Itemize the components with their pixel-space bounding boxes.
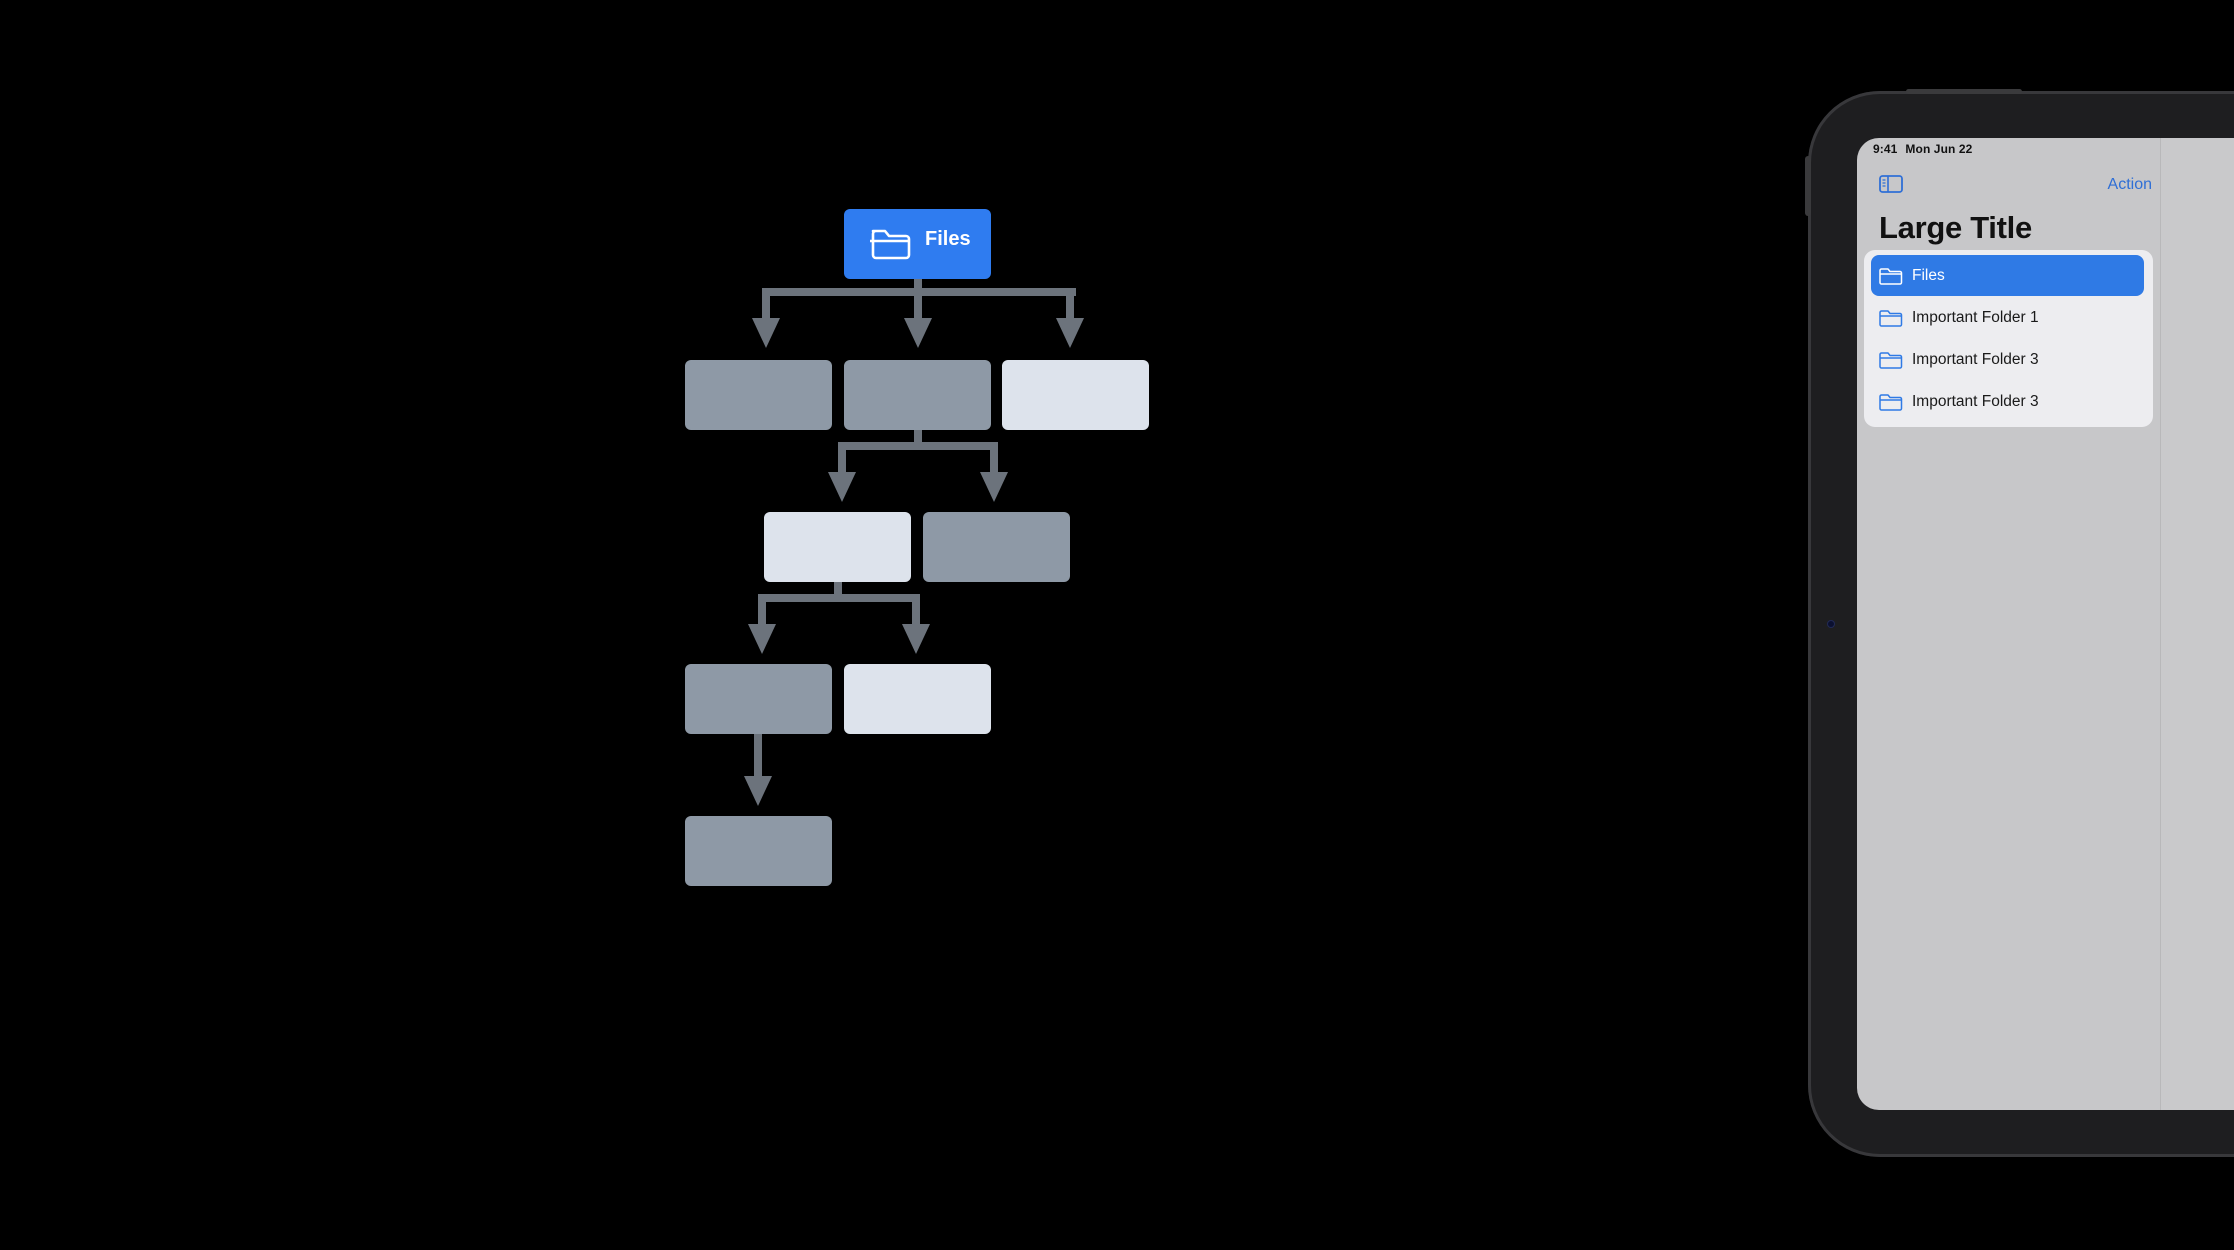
folder-icon (1879, 393, 1903, 411)
tree-node-l1-middle (844, 360, 991, 430)
sidebar-item-files[interactable]: Files (1871, 255, 2144, 296)
tree-node-l1-left (685, 360, 832, 430)
action-button[interactable]: Action (2107, 176, 2152, 193)
sidebar-item-label: Important Folder 3 (1912, 350, 2039, 368)
page-title: Large Title (1879, 210, 2032, 245)
connectors (744, 278, 1084, 806)
tree-node-l2-right (923, 512, 1070, 582)
status-time: 9:41 (1873, 142, 1898, 156)
volume-button (1906, 89, 1968, 94)
top-button (1805, 156, 1811, 216)
tree-node-l1-right (1002, 360, 1149, 430)
tree-node-l3-right (844, 664, 991, 734)
root-node-label: Files (925, 228, 971, 250)
ipad-screen: 9:41 Mon Jun 22 Action Large Title Files … (1857, 138, 2234, 1110)
sidebar-item-important-folder-1[interactable]: Important Folder 1 (1871, 297, 2144, 338)
volume-button (1960, 89, 2022, 94)
camera (1828, 621, 1834, 627)
sidebar-item-label: Important Folder 3 (1912, 392, 2039, 410)
folder-icon (1879, 351, 1903, 369)
tree-node-l2-left (764, 512, 911, 582)
detail-pane (2160, 138, 2234, 1110)
status-date: Mon Jun 22 (1905, 142, 1973, 156)
sidebar-item-important-folder-3-b[interactable]: Important Folder 3 (1871, 381, 2144, 422)
folder-icon (870, 229, 911, 260)
sidebar-item-label: Files (1912, 266, 1945, 284)
sidebar-item-label: Important Folder 1 (1912, 308, 2039, 326)
sidebar-list: Files Important Folder 1 Important Folde… (1864, 250, 2153, 427)
sidebar-item-important-folder-3[interactable]: Important Folder 3 (1871, 339, 2144, 380)
tree-node-l4 (685, 816, 832, 886)
status-bar: 9:41 Mon Jun 22 (1873, 142, 1980, 156)
tree-node-l3-left (685, 664, 832, 734)
folder-icon (1879, 309, 1903, 327)
root-node (844, 209, 991, 279)
sidebar-toggle-icon[interactable] (1879, 175, 1903, 193)
folder-icon (1879, 267, 1903, 285)
